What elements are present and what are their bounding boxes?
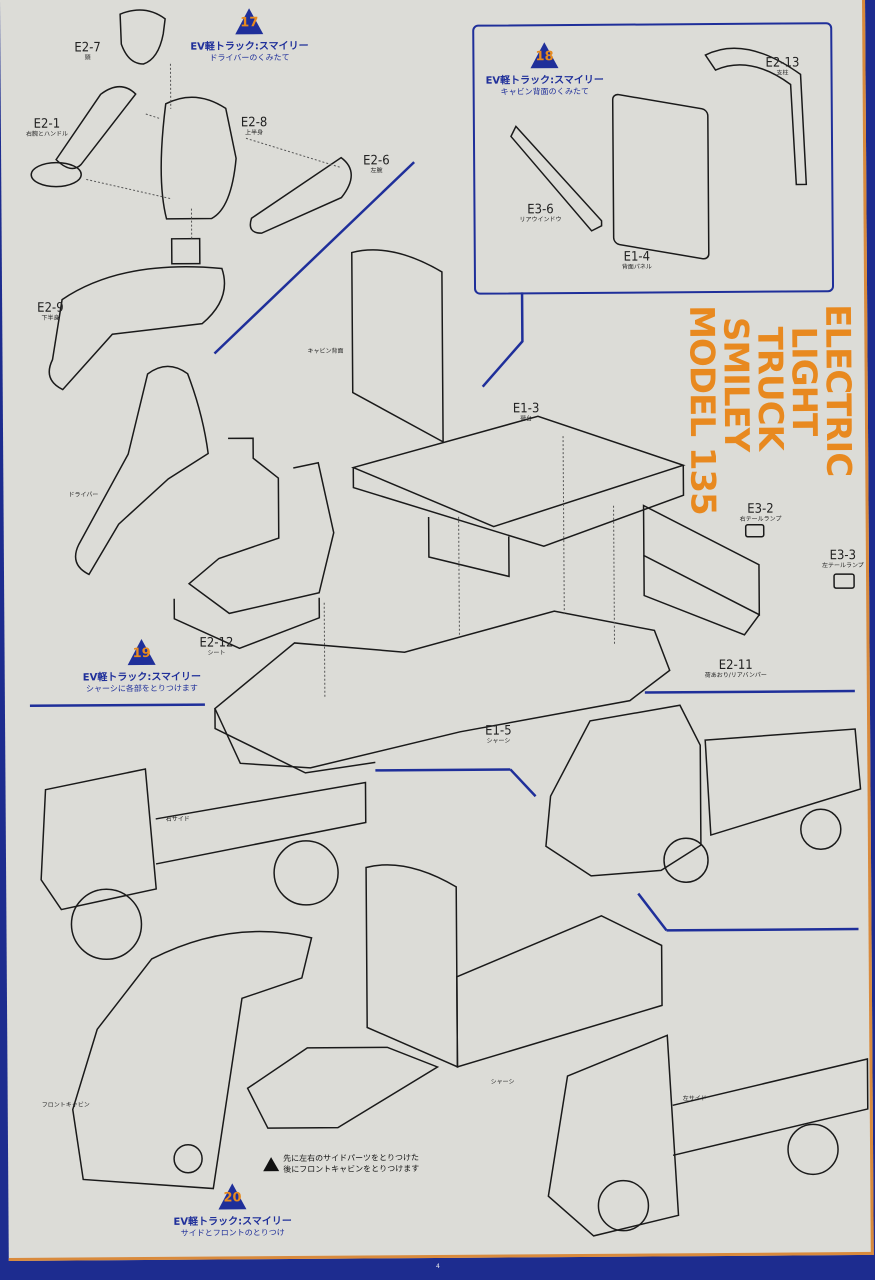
warning-icon [263,1157,280,1172]
step20-drawing [40,768,869,1237]
bed-drawing [350,249,686,578]
step-18-badge: 18 [530,42,559,69]
page-number: 4 [436,1263,440,1270]
callout-chassis: シャーシ [490,1078,515,1086]
step-17-badge: 17 [235,8,264,35]
step-20: 20 EV軽トラック:スマイリー サイドとフロントのとりつけ [173,1183,292,1239]
callout-cabin-back: キャビン背面 [307,347,344,355]
step-17: 17 EV軽トラック:スマイリー ドライバーのくみたて [190,8,309,64]
seats-drawing [173,437,335,650]
warning-note: 先に左右のサイドパーツをとりつけた 後にフロントキャビンをとりつけます [263,1152,419,1175]
step-19: 19 EV軽トラック:スマイリー シャーシに各部をとりつけます [82,638,201,695]
divider-lines [29,161,859,932]
callout-driver: ドライバー [68,491,99,499]
driver-parts-drawing [30,9,352,576]
step-20-badge: 20 [218,1183,247,1210]
chassis-drawing [214,610,671,774]
cabin-back-drawing [510,47,808,260]
callout-left-side: 左サイド [682,1095,707,1103]
product-title: ELECTRIC LIGHT TRUCK SMILEY MODEL 135 [681,304,859,515]
callout-right-side: 右サイド [165,815,190,823]
callout-front-cabin: フロントキャビン [41,1101,90,1109]
assembly-drawings [29,9,869,1237]
completed-truck-drawing [545,704,862,883]
guide-lines [86,63,616,698]
step-18: 18 EV軽トラック:スマイリー キャビン背面のくみたて [485,42,604,98]
rear-gate-drawing [642,504,855,636]
step-19-badge: 19 [127,638,156,666]
